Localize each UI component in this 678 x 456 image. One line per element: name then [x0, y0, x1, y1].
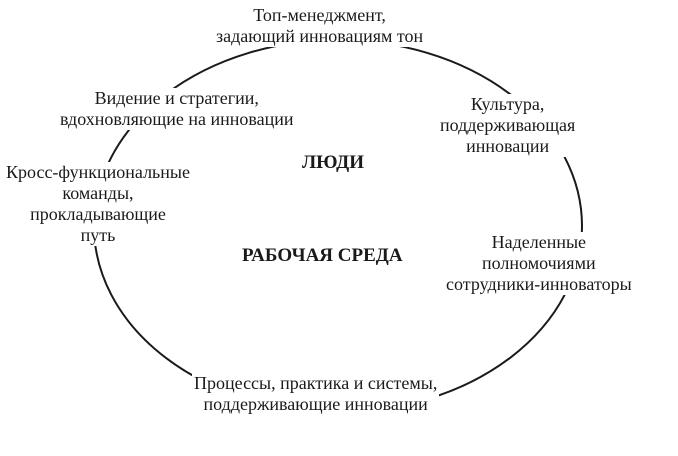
label-line: Наделенные: [491, 232, 587, 252]
label-top-management: Топ-менеджмент, задающий инновациям тон: [214, 5, 426, 47]
label-line: полномочиями: [482, 253, 596, 273]
label-line: вдохновляющие на инновации: [60, 109, 294, 129]
label-vision: Видение и стратегии, вдохновляющие на ин…: [58, 88, 296, 130]
label-line: Топ-менеджмент,: [253, 5, 386, 25]
label-culture: Культура, поддерживающая инновации: [438, 94, 578, 157]
center-work-environment: РАБОЧАЯ СРЕДА: [242, 245, 403, 266]
label-line: задающий инновациям тон: [216, 26, 424, 46]
center-people: ЛЮДИ: [302, 152, 364, 173]
label-processes: Процессы, практика и системы, поддержива…: [192, 373, 440, 415]
label-cross-functional-teams: Кросс-функциональные команды, прокладыва…: [4, 162, 192, 246]
label-line: инновации: [466, 136, 550, 156]
label-line: поддерживающие инновации: [203, 394, 428, 414]
label-line: сотрудники-инноваторы: [446, 274, 632, 294]
label-line: путь: [80, 225, 116, 245]
label-line: Культура,: [470, 94, 545, 114]
label-line: Процессы, практика и системы,: [194, 373, 438, 393]
label-line: Видение и стратегии,: [94, 88, 259, 108]
label-line: прокладывающие: [30, 204, 166, 224]
label-empowered-employees: Наделенные полномочиями сотрудники-иннов…: [444, 232, 634, 295]
label-line: Кросс-функциональные: [6, 162, 190, 182]
label-line: поддерживающая: [440, 115, 576, 135]
label-line: команды,: [62, 183, 134, 203]
